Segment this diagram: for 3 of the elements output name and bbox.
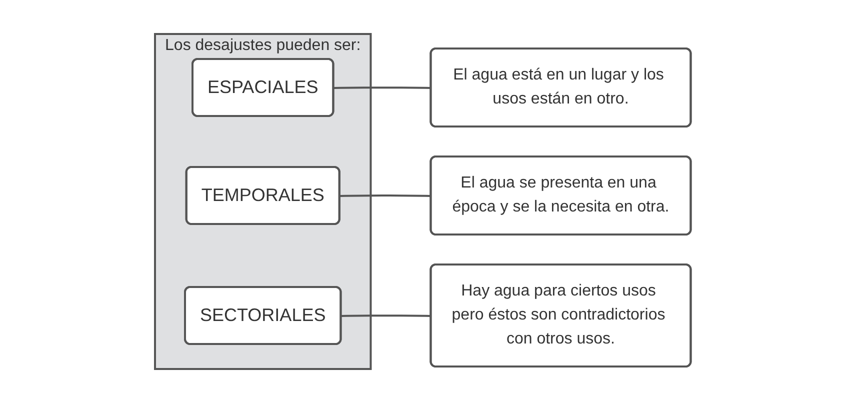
connector	[340, 314, 431, 316]
connector	[333, 86, 431, 88]
connector	[340, 194, 431, 196]
